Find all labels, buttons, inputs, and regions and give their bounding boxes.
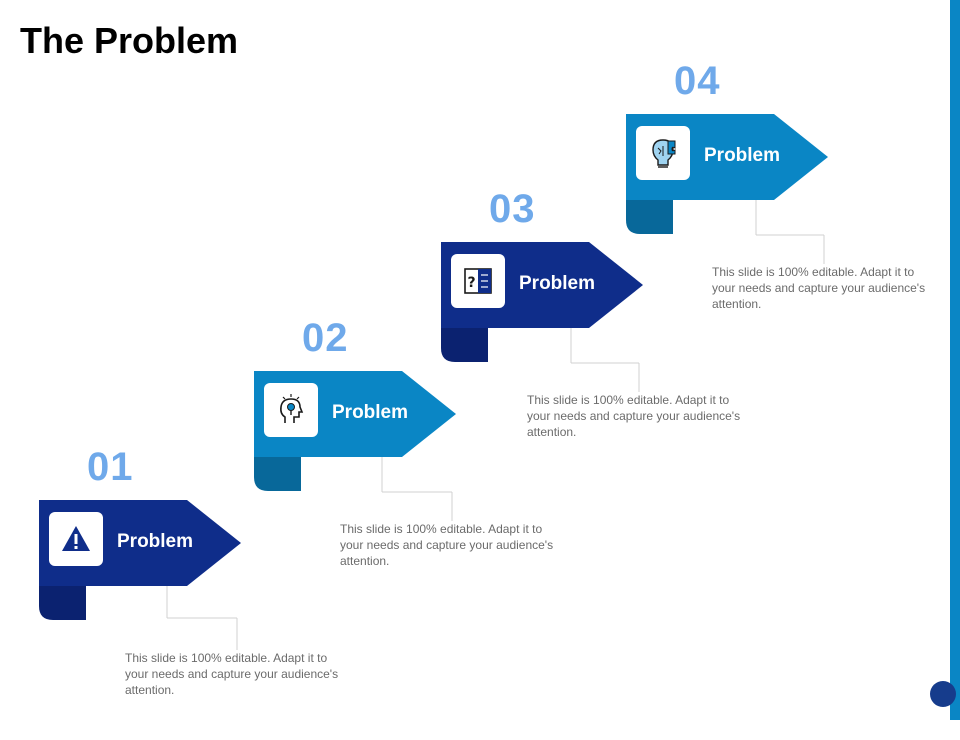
step-icon-box (49, 512, 103, 566)
step-number: 03 (489, 187, 536, 231)
accent-bar (950, 0, 960, 720)
question-document-icon: ? (464, 268, 492, 294)
step-01: 01 Problem This slide is 100% editable. … (39, 445, 338, 740)
step-number: 02 (302, 316, 349, 360)
svg-text:?: ? (467, 275, 475, 291)
step-number: 01 (87, 445, 134, 489)
step-03: 03 ? Problem This slide is 100% editable… (441, 187, 740, 482)
step-number: 04 (674, 59, 721, 103)
step-label: Problem (704, 145, 781, 166)
step-description: This slide is 100% editable. Adapt it to… (125, 651, 339, 697)
step-description: This slide is 100% editable. Adapt it to… (527, 393, 741, 439)
step-label: Problem (332, 402, 409, 423)
step-label: Problem (519, 273, 596, 294)
step-icon-box: ? (451, 254, 505, 308)
corner-dot (930, 681, 956, 707)
brain-puzzle-icon (652, 139, 676, 168)
step-icon-box (264, 383, 318, 437)
idea-head-icon (280, 394, 304, 423)
step-02: 02 Problem This slide is 100% editable. … (254, 316, 553, 611)
step-label: Problem (117, 531, 194, 552)
step-description: This slide is 100% editable. Adapt it to… (340, 522, 554, 568)
step-icon-box (636, 126, 690, 180)
slide-title: The Problem (20, 20, 239, 61)
step-04: 04 Problem This slide is 100% editable. … (626, 59, 925, 354)
step-description: This slide is 100% editable. Adapt it to… (712, 265, 926, 311)
warning-icon (62, 526, 90, 551)
